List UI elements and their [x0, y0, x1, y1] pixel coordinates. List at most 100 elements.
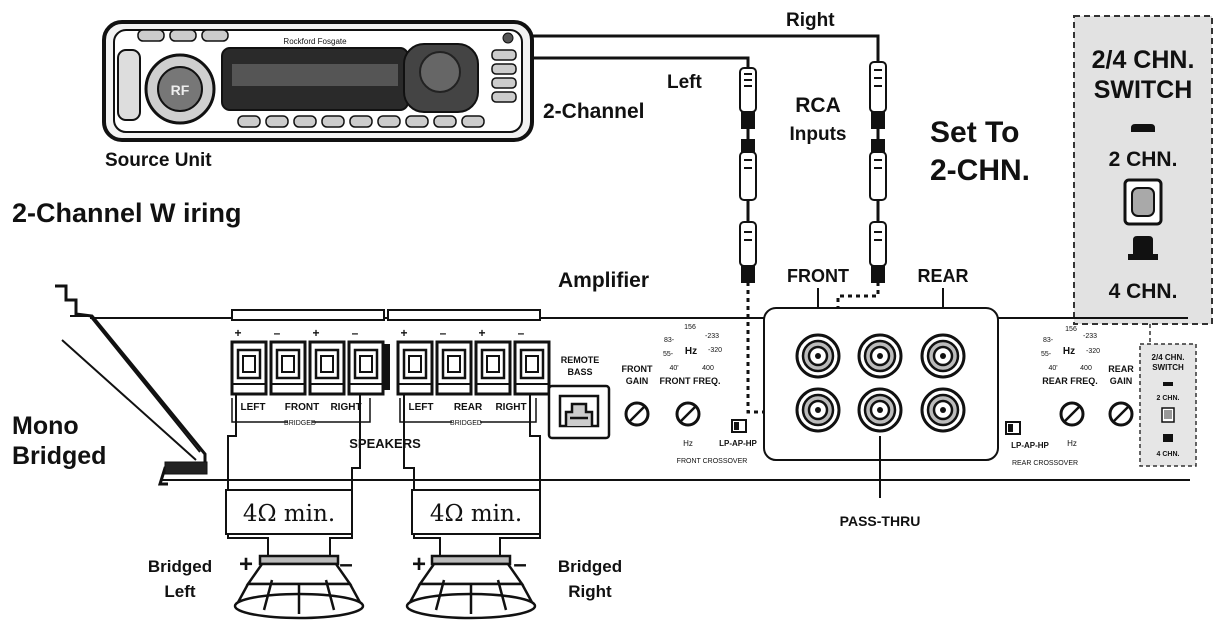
terminal-sign: –	[352, 326, 359, 340]
front-lp-ap-hp: LP-AP-HP	[719, 439, 757, 448]
source-unit-label: Source Unit	[105, 150, 212, 171]
mode-line2: Bridged	[12, 442, 106, 470]
bridged-left-line2: Left	[164, 582, 196, 601]
terminal-sign: –	[440, 326, 447, 340]
switch-option-4: 4 CHN.	[1109, 280, 1178, 303]
mode-line1: Mono	[12, 412, 79, 440]
preset-button	[265, 115, 289, 128]
svg-text:40': 40'	[1048, 365, 1057, 372]
term-front-name: FRONT	[285, 402, 319, 413]
terminal-sign: –	[274, 326, 281, 340]
load-right: 4Ω min.	[430, 501, 522, 527]
rear-gain-knob	[1108, 401, 1134, 427]
front-freq-scale: 156 -233 83- -320 55- Hz 40' 400	[663, 324, 722, 372]
preset-button	[349, 115, 373, 128]
speaker-terminal	[435, 340, 473, 396]
svg-text:40': 40'	[669, 365, 678, 372]
terminal-sign: +	[234, 326, 241, 340]
term-front-bridged: BRIDGED	[284, 420, 316, 427]
front-hz: Hz	[683, 439, 693, 448]
amplifier-label: Amplifier	[558, 269, 649, 292]
mini-channel-switch: 2/4 CHN. SWITCH 2 CHN. 4 CHN.	[1139, 324, 1197, 467]
svg-text:2 CHN.: 2 CHN.	[1157, 395, 1180, 402]
speaker-terminal	[474, 340, 512, 396]
preset-button	[321, 115, 345, 128]
speaker-terminal	[513, 340, 551, 396]
svg-text:RF: RF	[171, 82, 190, 98]
remote-bass-port	[547, 384, 611, 440]
rca-cable-left	[739, 67, 757, 283]
front-gain-2: GAIN	[626, 376, 649, 386]
speaker-terminal	[347, 340, 385, 396]
speaker-left	[233, 554, 365, 620]
speaker-terminal	[269, 340, 307, 396]
speaker-left-minus: –	[339, 551, 352, 578]
svg-text:Hz: Hz	[1063, 346, 1075, 357]
svg-text:2/4 CHN.: 2/4 CHN.	[1152, 353, 1185, 362]
term-rear-bridged: BRIDGED	[450, 420, 482, 427]
rear-crossover-switch	[1005, 421, 1021, 435]
channel-switch-panel: 2/4 CHN. SWITCH 2 CHN. 4 CHN.	[1073, 15, 1213, 325]
term-rear-left: LEFT	[409, 402, 434, 413]
rca-jack	[795, 387, 841, 433]
rear-freq-label: REAR FREQ.	[1042, 376, 1098, 386]
switch-title-1: 2/4 CHN.	[1092, 46, 1195, 74]
term-front-left: LEFT	[241, 402, 266, 413]
front-crossover-label: FRONT CROSSOVER	[677, 458, 748, 465]
svg-text:4 CHN.: 4 CHN.	[1157, 451, 1180, 458]
label-rca: RCA	[795, 94, 841, 117]
label-2-channel: 2-Channel	[543, 100, 645, 123]
rear-crossover-label: REAR CROSSOVER	[1012, 460, 1078, 467]
preset-button	[377, 115, 401, 128]
set-to-label: Set To	[930, 116, 1019, 149]
label-front: FRONT	[787, 266, 849, 286]
preset-button	[461, 115, 485, 128]
rca-jack	[920, 387, 966, 433]
bridged-right-line1: Bridged	[558, 557, 622, 576]
speaker-terminal	[396, 340, 434, 396]
svg-text:Hz: Hz	[685, 346, 697, 357]
signal-cables	[530, 34, 880, 68]
source-unit: RF Rockford Fosgate	[102, 20, 534, 142]
speaker-right-plus: +	[412, 551, 426, 578]
rca-jacks	[795, 333, 966, 433]
rear-freq-knob	[1059, 401, 1085, 427]
amplifier-chassis	[55, 284, 1190, 486]
svg-text:-320: -320	[1086, 348, 1100, 355]
terminal-sign: +	[312, 326, 319, 340]
svg-text:-320: -320	[708, 347, 722, 354]
speaker-terminal	[230, 340, 268, 396]
svg-text:83-: 83-	[664, 337, 675, 344]
diagram-title: 2-Channel W iring	[12, 198, 242, 228]
set-to-value: 2-CHN.	[930, 154, 1030, 187]
rca-jack	[920, 333, 966, 379]
switch-title-2: SWITCH	[1094, 76, 1193, 104]
load-box-left	[225, 489, 353, 535]
svg-text:-233: -233	[1083, 333, 1097, 340]
bridged-right-line2: Right	[568, 582, 612, 601]
speaker-left-plus: +	[239, 551, 253, 578]
speaker-terminal	[308, 340, 346, 396]
terminal-sign: +	[400, 326, 407, 340]
svg-text:83-: 83-	[1043, 337, 1054, 344]
label-left: Left	[667, 72, 703, 93]
pass-thru-label: PASS-THRU	[840, 513, 921, 529]
remote-label-2: BASS	[567, 367, 592, 377]
label-inputs: Inputs	[790, 124, 847, 145]
switch-option-2: 2 CHN.	[1109, 148, 1178, 171]
rear-gain-1: REAR	[1108, 364, 1134, 374]
speaker-right-minus: –	[513, 551, 526, 578]
label-rear: REAR	[917, 266, 968, 286]
preset-button	[433, 115, 457, 128]
front-freq-knob	[675, 401, 701, 427]
preset-button	[237, 115, 261, 128]
speaker-terminal-block	[230, 340, 551, 396]
speaker-wires	[227, 394, 541, 560]
term-front-right: RIGHT	[330, 402, 361, 413]
term-rear-right: RIGHT	[495, 402, 526, 413]
front-crossover-switch	[731, 419, 747, 433]
label-right: Right	[786, 10, 835, 31]
front-freq-label: FRONT FREQ.	[660, 376, 721, 386]
svg-text:55-: 55-	[663, 351, 674, 358]
front-gain-knob	[624, 401, 650, 427]
